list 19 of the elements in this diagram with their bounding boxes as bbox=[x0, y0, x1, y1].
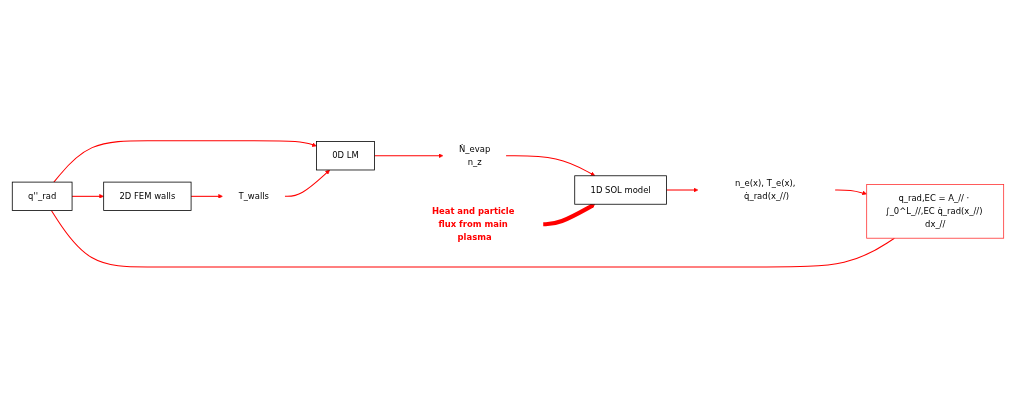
node-box: 0D LM bbox=[316, 141, 375, 171]
arrow bbox=[505, 155, 596, 177]
arrow bbox=[284, 170, 330, 198]
arrow bbox=[834, 189, 867, 196]
node-box: q_rad,EC = A_// · ∫_0^L_//,EC q̇_rad(x_//) dx_// bbox=[866, 184, 1005, 240]
node-box: q''_rad bbox=[11, 182, 73, 212]
node-text: Ṅ_evap n_z bbox=[459, 144, 491, 168]
node-text: T_walls bbox=[238, 191, 270, 202]
arrow bbox=[666, 188, 699, 193]
arrow bbox=[543, 203, 596, 227]
node-box: 1D SOL model bbox=[574, 175, 667, 206]
arrow bbox=[374, 153, 444, 159]
node-box: 2D FEM walls bbox=[103, 182, 192, 212]
arrow bbox=[53, 140, 317, 184]
node-text: Heat and particle flux from main plasma bbox=[431, 206, 515, 243]
arrow bbox=[71, 194, 104, 200]
arrow bbox=[190, 194, 223, 200]
node-text: n_e(x), T_e(x), q̇_rad(x_//) bbox=[735, 178, 796, 202]
connector bbox=[50, 210, 895, 268]
